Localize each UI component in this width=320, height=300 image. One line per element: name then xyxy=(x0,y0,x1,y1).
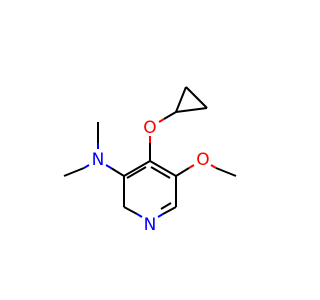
ring-bond-c4-c3 xyxy=(123,160,151,177)
ring-bond-c5-c4-inner xyxy=(150,166,171,179)
cyclopropyl-bond-1 xyxy=(175,86,187,113)
bond-c3-n-blue xyxy=(105,164,112,169)
cyclopropoxy-group xyxy=(149,86,208,161)
ring-bond-c5-c4 xyxy=(149,160,177,177)
molecule-structure: N N O O xyxy=(63,86,237,235)
amine-nitrogen-label: N xyxy=(92,150,105,170)
ring-bond-c4-c3-inner xyxy=(126,166,147,179)
methoxy-group xyxy=(175,164,237,177)
bond-o-methyl-red xyxy=(210,164,217,169)
ring-bond-n1-c6-a xyxy=(157,213,164,218)
ring-bond-c2-n1-b xyxy=(136,213,143,218)
ring-nitrogen-label: N xyxy=(144,215,157,235)
bond-c5-o-red xyxy=(188,164,195,169)
bond-o-cyclopropyl-red xyxy=(158,118,165,123)
bond-o-methyl xyxy=(215,167,237,177)
molecule-canvas: N N O O xyxy=(63,86,237,235)
bond-c5-o xyxy=(175,167,190,177)
ring-bond-c2-n1-a xyxy=(123,206,138,215)
bond-c3-n xyxy=(110,167,125,177)
cyclopropyl-bond-2 xyxy=(185,86,208,109)
ring-bond-n1-c6-inner xyxy=(160,202,172,210)
ring-bond-n1-c6-b xyxy=(162,206,177,215)
pyridine-ring xyxy=(123,160,177,218)
cyclopropyl-bond-3 xyxy=(175,107,208,113)
cyclopropoxy-oxygen-label: O xyxy=(143,118,156,138)
bond-n-methyl-left-blue xyxy=(83,164,90,169)
dimethylamino-group xyxy=(63,122,125,177)
methoxy-oxygen-label: O xyxy=(196,150,209,170)
bond-o-cyclopropyl xyxy=(163,111,177,120)
bond-n-methyl-left xyxy=(63,167,85,177)
